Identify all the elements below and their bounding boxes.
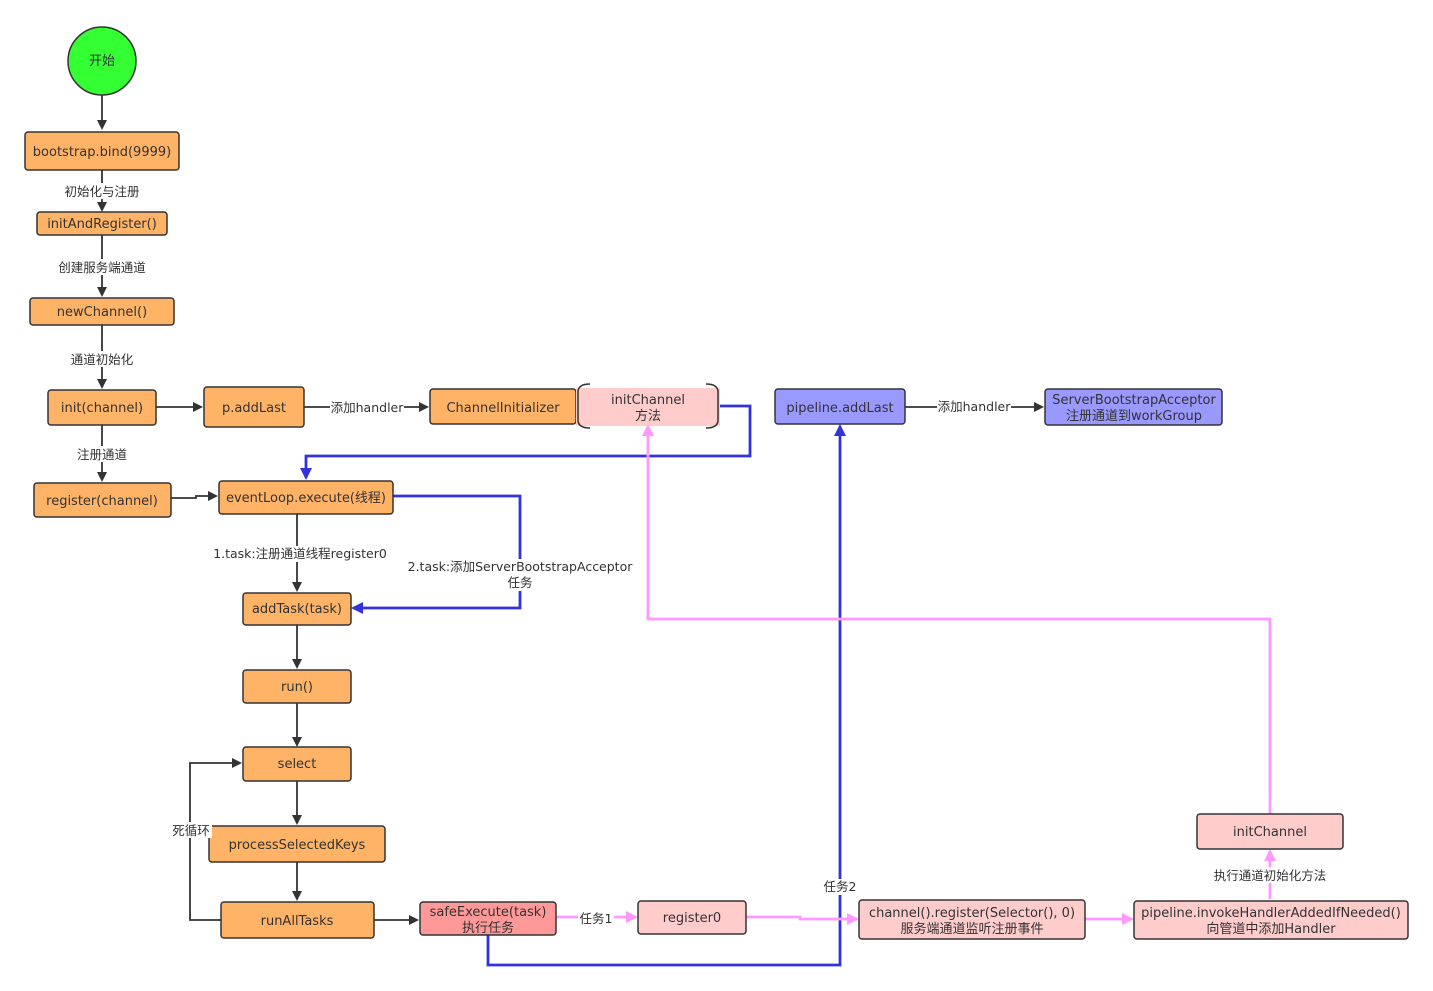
node-event-loop-execute: eventLoop.execute(线程) [218, 480, 394, 515]
node-init-channel-right: initChannel [1196, 813, 1344, 850]
node-channel-initializer: ChannelInitializer [429, 388, 577, 425]
node-register0: register0 [637, 900, 747, 935]
node-start: 开始 [67, 26, 137, 96]
invoke-handler-line2: 向管道中添加Handler [1206, 921, 1336, 937]
node-register-channel: register(channel) [33, 482, 172, 518]
edge-labels: 初始化与注册 创建服务端通道 通道初始化 注册通道 添加handler 添加ha… [54, 183, 1330, 927]
label-task2-line2: 任务 [507, 575, 532, 590]
node-channel-register: channel().register(Selector(), 0) 服务端通道监… [858, 899, 1086, 940]
label-add-handler-2: 添加handler [938, 399, 1012, 414]
node-init-channel-method: initChannel 方法 [576, 383, 720, 429]
register-channel-label: register(channel) [46, 494, 158, 509]
node-run: run() [242, 669, 352, 704]
edges-blue [300, 404, 846, 967]
label-task2-line1: 2.task:添加ServerBootstrapAcceptor [408, 559, 634, 574]
label-init-register: 初始化与注册 [64, 184, 139, 199]
init-and-register-label: initAndRegister() [47, 217, 157, 232]
run-all-tasks-label: runAllTasks [261, 914, 334, 929]
init-channel-right-label: initChannel [1233, 825, 1307, 840]
register0-label: register0 [663, 911, 721, 926]
safe-execute-line1: safeExecute(task) [430, 905, 547, 920]
node-init-and-register: initAndRegister() [36, 211, 168, 236]
bootstrap-bind-label: bootstrap.bind(9999) [33, 145, 171, 160]
channel-register-line1: channel().register(Selector(), 0) [869, 906, 1075, 921]
acceptor-line2: 注册通道到workGroup [1066, 409, 1202, 424]
run-label: run() [281, 680, 313, 695]
edge-safeexecute-pipeline [486, 424, 846, 967]
node-run-all-tasks: runAllTasks [220, 901, 375, 939]
node-pipeline-add-last: pipeline.addLast [774, 388, 906, 425]
node-select: select [242, 746, 352, 782]
node-process-selected-keys: processSelectedKeys [208, 825, 386, 863]
label-task-two: 任务2 [824, 879, 857, 894]
label-channel-init: 通道初始化 [71, 352, 134, 367]
label-task1: 1.task:注册通道线程register0 [213, 546, 387, 561]
invoke-handler-line1: pipeline.invokeHandlerAddedIfNeeded() [1141, 906, 1401, 921]
channel-register-line2: 服务端通道监听注册事件 [900, 921, 1043, 937]
label-create-channel: 创建服务端通道 [58, 260, 146, 275]
node-init-channel: init(channel) [47, 389, 157, 426]
label-exec-init-method: 执行通道初始化方法 [1214, 868, 1327, 883]
edge-initchannel-method [642, 424, 1272, 814]
label-register-channel: 注册通道 [77, 447, 128, 462]
label-add-handler-1: 添加handler [331, 400, 405, 415]
node-p-add-last: p.addLast [203, 386, 305, 428]
acceptor-line1: ServerBootstrapAcceptor [1052, 393, 1216, 408]
add-task-label: addTask(task) [252, 602, 342, 617]
edge-eventloop-addtask-task2 [351, 494, 522, 614]
node-new-channel: newChannel() [29, 297, 175, 326]
init-channel-method-line1: initChannel [611, 393, 685, 408]
new-channel-label: newChannel() [57, 305, 147, 320]
node-server-bootstrap-acceptor: ServerBootstrapAcceptor 注册通道到workGroup [1044, 388, 1223, 426]
edges-dark [97, 95, 1044, 925]
edge-register-eventloop [171, 491, 218, 501]
edges-pink [556, 424, 1276, 925]
p-add-last-label: p.addLast [222, 401, 286, 416]
start-label: 开始 [89, 54, 115, 69]
node-bootstrap-bind: bootstrap.bind(9999) [24, 131, 180, 171]
init-channel-label: init(channel) [61, 401, 143, 416]
label-task-one: 任务1 [580, 911, 613, 926]
node-invoke-handler: pipeline.invokeHandlerAddedIfNeeded() 向管… [1133, 900, 1409, 940]
edge-dead-loop [189, 758, 242, 921]
pipeline-add-last-label: pipeline.addLast [786, 401, 893, 416]
event-loop-execute-label: eventLoop.execute(线程) [226, 491, 386, 506]
edge-register0-channelregister [746, 913, 859, 925]
process-selected-keys-label: processSelectedKeys [229, 838, 366, 853]
select-label: select [278, 757, 317, 772]
safe-execute-line2: 执行任务 [462, 920, 514, 936]
init-channel-method-line2: 方法 [635, 408, 661, 424]
edge-initchannel-eventloop [300, 404, 752, 480]
channel-initializer-label: ChannelInitializer [446, 401, 560, 416]
node-safe-execute: safeExecute(task) 执行任务 [419, 901, 557, 936]
label-dead-loop: 死循环 [172, 823, 210, 838]
node-add-task: addTask(task) [242, 592, 352, 626]
